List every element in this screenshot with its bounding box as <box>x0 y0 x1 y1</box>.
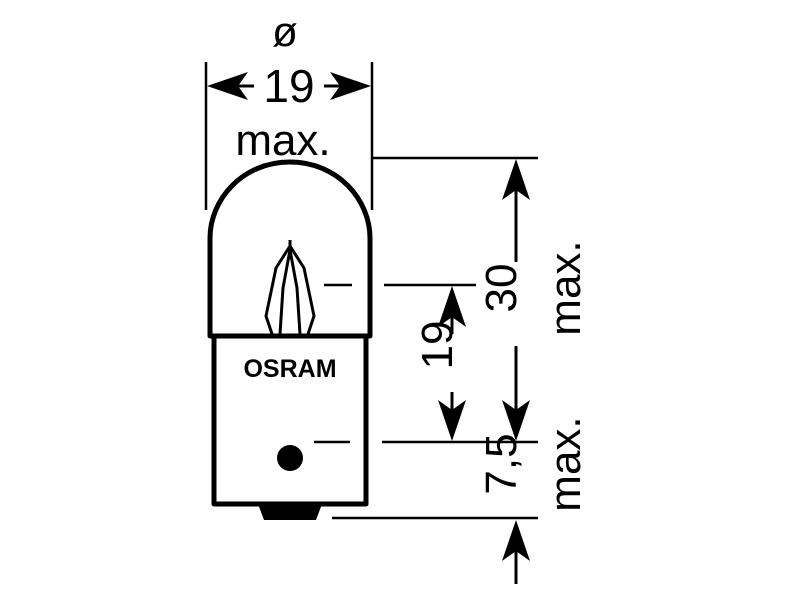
bayonet-pin <box>277 445 303 471</box>
light-center-arrow-down <box>438 400 466 441</box>
base-pin-dimension: 7,5 max. <box>477 416 590 584</box>
bulb-glass-outline <box>207 159 373 339</box>
base-contact <box>258 504 322 520</box>
total-height-qualifier: max. <box>541 240 590 335</box>
arrowhead-left <box>207 72 248 100</box>
diameter-label-bg <box>254 62 324 112</box>
diameter-qualifier: max. <box>235 116 330 165</box>
total-height-arrow-up <box>502 159 530 200</box>
base-pin-qualifier: max. <box>541 416 590 511</box>
light-center-dimension: 19 <box>413 286 466 441</box>
diameter-dimension: ø 19 max. <box>204 8 374 210</box>
base-pin-value: 7,5 <box>477 433 526 494</box>
bulb: OSRAM <box>207 159 373 520</box>
light-center-value: 19 <box>413 321 462 370</box>
diameter-symbol: ø <box>272 8 298 55</box>
brand-label: OSRAM <box>243 355 336 383</box>
base-pin-arrow-up <box>502 520 530 561</box>
total-height-value: 30 <box>477 264 526 313</box>
total-height-arrow-down <box>502 400 530 441</box>
filament <box>264 244 316 335</box>
filament-inner <box>278 248 302 335</box>
diameter-value: 19 <box>263 60 314 112</box>
light-center-arrow-up <box>438 286 466 327</box>
reference-lines <box>314 156 538 520</box>
total-height-dimension: 30 max. <box>477 159 590 441</box>
arrowhead-right <box>330 72 371 100</box>
